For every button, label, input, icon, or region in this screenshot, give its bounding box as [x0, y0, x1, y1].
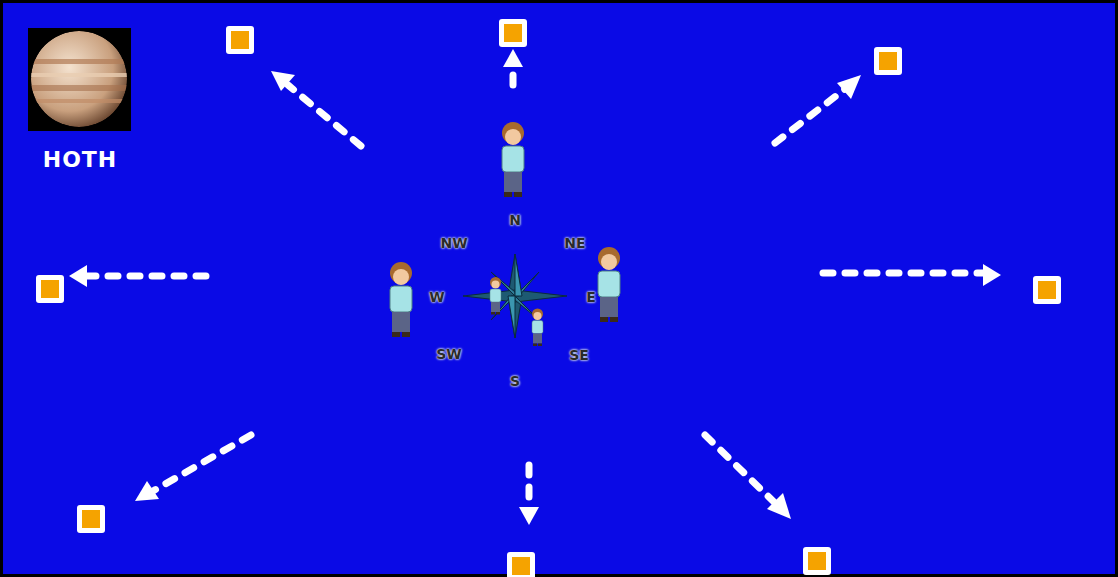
- compass-label: NE: [564, 235, 585, 251]
- compass-label: NW: [440, 235, 467, 251]
- compass-label: W: [429, 289, 444, 305]
- children: [390, 122, 620, 346]
- illustration: [3, 3, 1118, 577]
- compass-label: E: [586, 289, 596, 305]
- compass-rose: [463, 254, 567, 338]
- planet-frame: [28, 28, 131, 131]
- compass-label: S: [510, 373, 520, 389]
- planet-name: HOTH: [43, 147, 118, 172]
- compass-label: SE: [569, 347, 589, 363]
- direction-arrows: [87, 65, 983, 509]
- compass-label: SW: [436, 346, 462, 362]
- arrow-heads: [69, 49, 1001, 525]
- target-squares: [36, 19, 1061, 577]
- planet: [31, 31, 127, 127]
- compass-label: N: [509, 212, 521, 228]
